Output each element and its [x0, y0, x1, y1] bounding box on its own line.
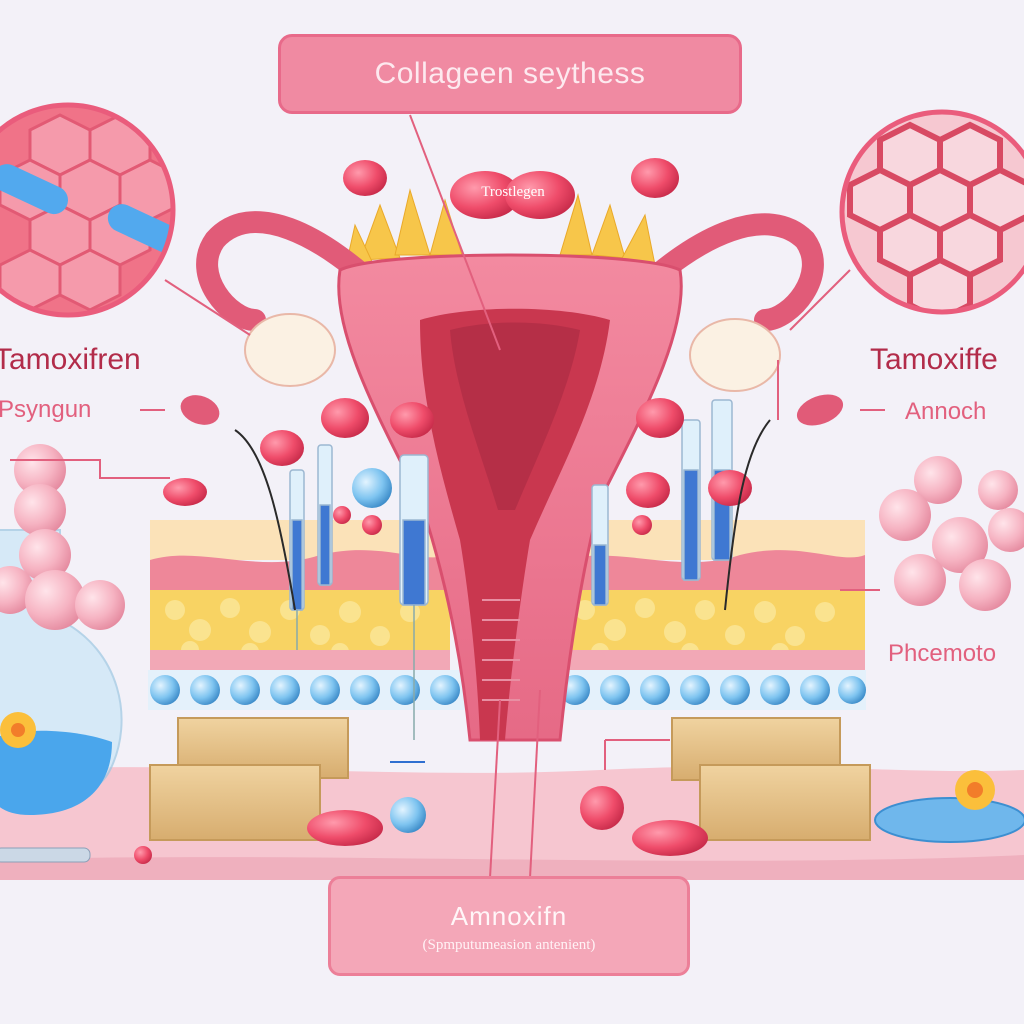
pointer-lines: [10, 114, 885, 879]
small-ovals: [180, 394, 844, 426]
left-sub-label: Psyngun: [0, 396, 92, 423]
left-main-label: Tamoxifren: [0, 343, 141, 376]
zoom-circle-left: [0, 102, 176, 318]
top-callout-label: Collageen seythess: [374, 57, 646, 90]
top-callout-box: Collageen seythess: [278, 34, 742, 114]
bottom-callout-title: Amnoxifn: [450, 901, 568, 931]
pen: [0, 847, 91, 863]
blue-spheres: [352, 468, 426, 833]
zoom-circle-right: [839, 109, 1024, 315]
center-tag-label: Trostlegen: [481, 184, 545, 200]
left-sphere-cluster: [0, 444, 125, 630]
right-lower-label: Phcemoto: [888, 640, 997, 667]
uterus-illustration: [196, 171, 824, 742]
right-sub-label: Annoch: [905, 398, 987, 425]
right-main-label: Tamoxiffe: [870, 343, 998, 376]
bottom-callout-subtitle: (Spmputumeasion antenient): [422, 937, 596, 953]
wood-block-right: [671, 717, 871, 841]
syringes: [289, 399, 733, 740]
right-dish: [874, 770, 1024, 843]
wood-block-left: [149, 717, 349, 841]
bottom-callout-box: Amnoxifn (Spmputumeasion antenient): [328, 876, 690, 976]
right-sphere-cluster: [879, 456, 1024, 611]
dark-lines: [234, 419, 771, 611]
